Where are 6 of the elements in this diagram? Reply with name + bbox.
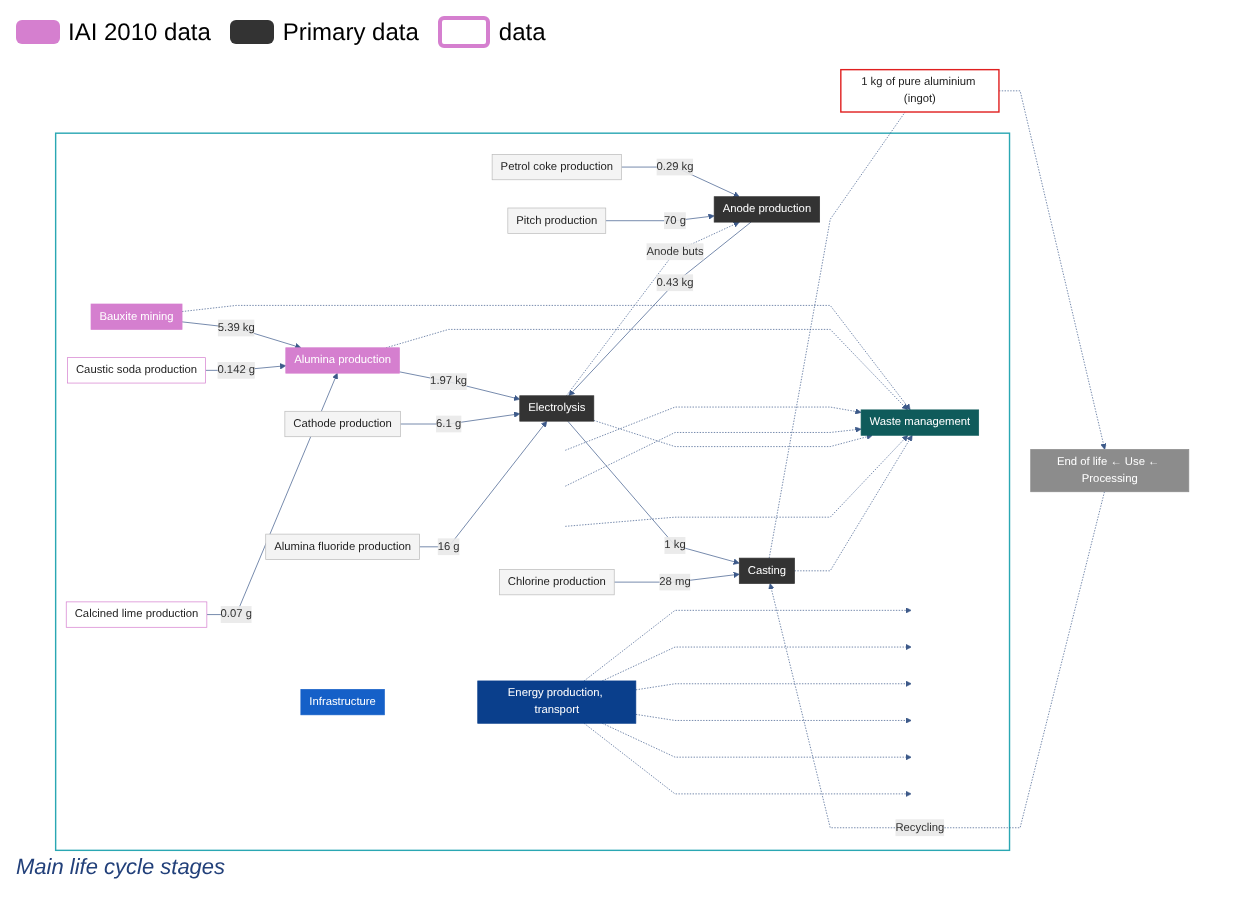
connector [769, 111, 907, 559]
legend-label: Primary data [282, 18, 419, 46]
cluster [55, 132, 1011, 852]
legend-label: IAI 2010 data [68, 18, 211, 46]
note-text: Main life cycle stages [16, 856, 228, 880]
legend-label: data [498, 18, 546, 46]
